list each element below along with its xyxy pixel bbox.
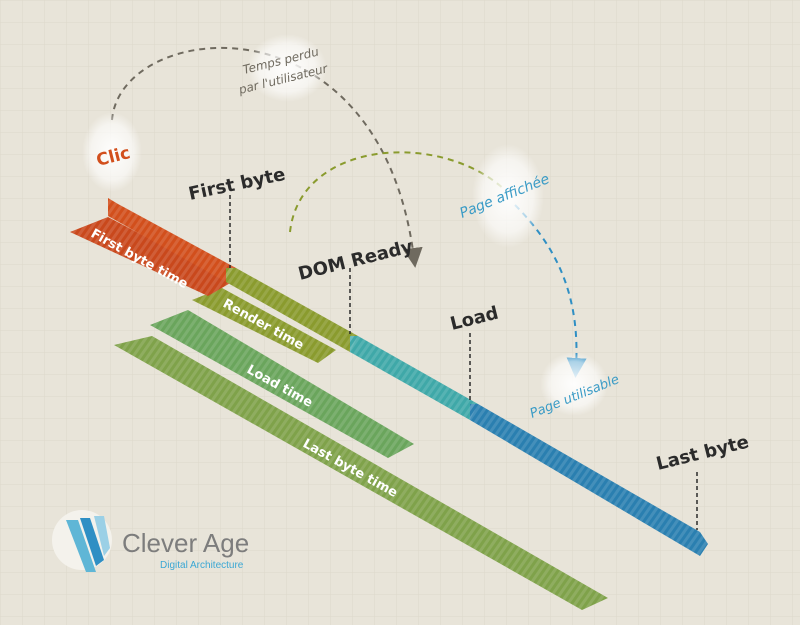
logo-name: Clever Age xyxy=(122,528,249,558)
render-time-bar xyxy=(192,288,336,363)
last-byte-time-bar xyxy=(114,336,608,610)
load-time-bar xyxy=(150,310,414,458)
event-markers xyxy=(229,195,698,530)
logo-mark-stripe-2 xyxy=(80,518,104,566)
first-byte-time-bar xyxy=(70,217,232,296)
temps-perdu-bubble xyxy=(247,34,327,102)
logo-mark-stripe-3 xyxy=(94,516,110,556)
page-utilisable-bubble xyxy=(540,352,608,416)
logo-mark-stripe-1 xyxy=(66,520,96,572)
clic-bubble xyxy=(82,112,142,192)
user-lost-time-arrow xyxy=(111,46,423,268)
logo-tagline: Digital Architecture xyxy=(160,560,244,571)
clever-age-logo: Clever Age Digital Architecture xyxy=(52,510,249,572)
page-displayed-arc xyxy=(289,151,506,233)
main-timeline xyxy=(108,198,708,556)
page-affichee-bubble xyxy=(472,144,544,248)
